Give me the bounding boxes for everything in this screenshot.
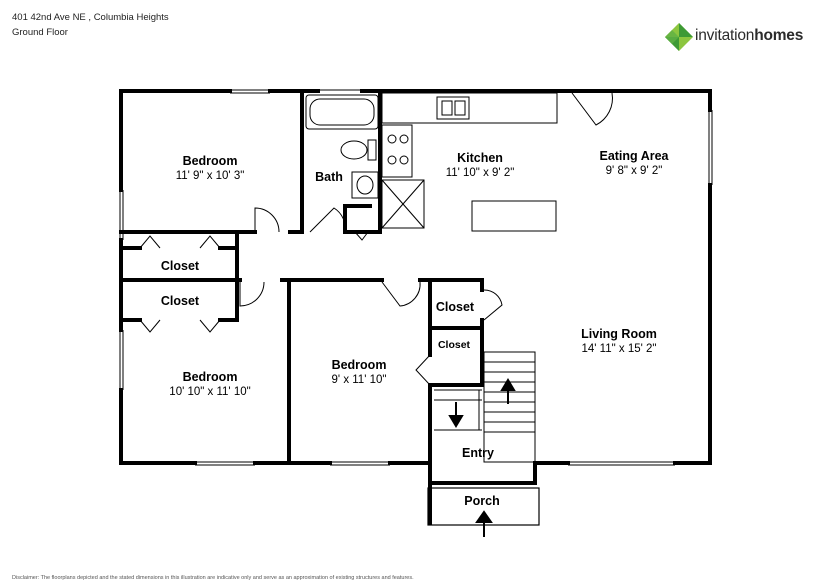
room-name-closet-1: Closet xyxy=(161,259,200,273)
room-name-entry: Entry xyxy=(462,446,494,460)
disclaimer: Disclaimer: The floorplans depicted and … xyxy=(12,575,414,581)
room-name-kitchen: Kitchen xyxy=(457,151,503,165)
room-name-bath: Bath xyxy=(315,170,343,184)
floor-label: Ground Floor xyxy=(12,27,68,38)
room-name-closet-3: Closet xyxy=(436,300,475,314)
property-address: 401 42nd Ave NE , Columbia Heights xyxy=(12,12,169,23)
room-name-eating-area: Eating Area xyxy=(599,149,669,163)
windows xyxy=(119,89,713,466)
kitchen-counter xyxy=(381,92,558,232)
exterior-walls xyxy=(119,89,712,465)
bath-sink xyxy=(351,171,379,199)
room-dims-eating-area: 9' 8" x 9' 2" xyxy=(606,165,663,177)
room-name-living-room: Living Room xyxy=(581,327,657,341)
toilet xyxy=(340,139,377,161)
room-name-porch: Porch xyxy=(464,494,499,508)
interior-walls xyxy=(119,89,537,525)
brand-name-bold: homes xyxy=(754,27,804,44)
room-dims-living-room: 14' 11" x 15' 2" xyxy=(581,343,656,355)
brand-logo[interactable]: invitationhomes xyxy=(664,22,824,52)
stairs xyxy=(434,351,536,463)
bathtub xyxy=(305,94,379,130)
room-name-closet-4: Closet xyxy=(438,339,471,351)
room-name-closet-2: Closet xyxy=(161,294,200,308)
brand-name-regular: invitation xyxy=(695,27,755,44)
room-dims-bedroom-2: 10' 10" x 11' 10" xyxy=(169,386,250,398)
room-labels: Bedroom 11' 9" x 10' 3" Bath Kitchen 11'… xyxy=(161,149,670,508)
room-dims-bedroom-3: 9' x 11' 10" xyxy=(332,374,387,386)
room-name-bedroom-2: Bedroom xyxy=(183,370,238,384)
doors xyxy=(139,92,613,386)
brand-diamond-icon xyxy=(665,23,693,51)
brand-wordmark: invitationhomes xyxy=(695,27,803,45)
room-name-bedroom-3: Bedroom xyxy=(332,358,387,372)
room-name-bedroom-1: Bedroom xyxy=(183,154,238,168)
room-dims-bedroom-1: 11' 9" x 10' 3" xyxy=(176,170,245,182)
stair-arrows xyxy=(448,378,516,537)
room-dims-kitchen: 11' 10" x 9' 2" xyxy=(446,167,515,179)
